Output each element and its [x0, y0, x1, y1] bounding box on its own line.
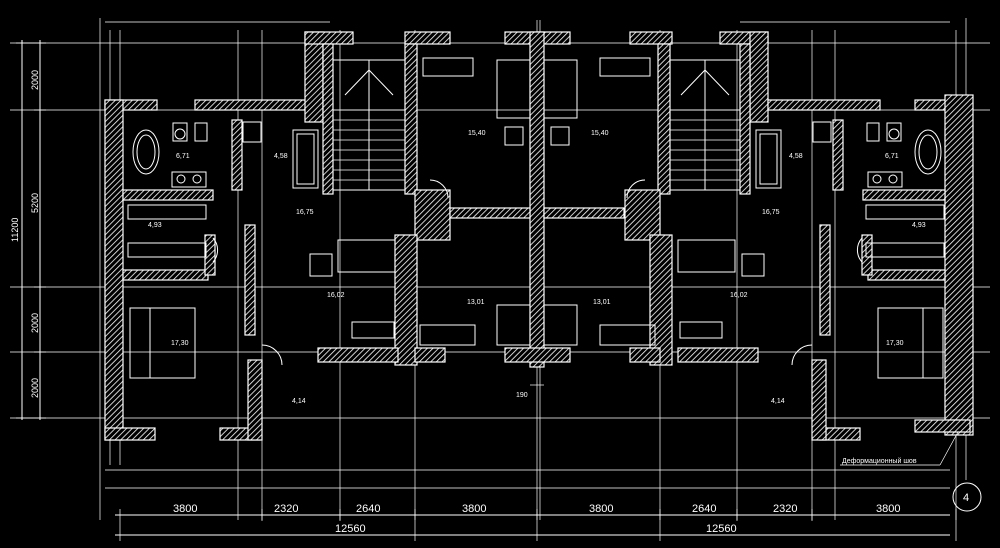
- dimension-label: 3800: [462, 503, 486, 515]
- vertical-dimension-label: 2000: [30, 313, 40, 333]
- dimension-label: 2320: [773, 503, 797, 515]
- dimension-label: 2320: [274, 503, 298, 515]
- area-label: 4,93: [148, 222, 162, 229]
- area-label: 13,01: [593, 299, 611, 306]
- area-label: 13,01: [467, 299, 485, 306]
- area-label: 17,30: [171, 340, 189, 347]
- area-label: 16,75: [296, 209, 314, 216]
- axis-grid-lines: [10, 18, 990, 520]
- dimension-label: 3800: [589, 503, 613, 515]
- dimension-label: 3800: [173, 503, 197, 515]
- vertical-dimension-label: 2000: [30, 70, 40, 90]
- area-label: 6,71: [176, 153, 190, 160]
- area-label: 16,02: [730, 292, 748, 299]
- interior-walls: [122, 31, 946, 368]
- side-dimensions: 2000 5200 2000 2000 11200: [10, 40, 46, 420]
- total-dimension-label: 12560: [706, 523, 737, 535]
- area-label: 4,58: [789, 153, 803, 160]
- area-label: 4,58: [274, 153, 288, 160]
- area-label: 15,40: [468, 130, 486, 137]
- area-label: 4,93: [912, 222, 926, 229]
- sheet-marker: 4: [952, 482, 982, 512]
- area-label: 17,30: [886, 340, 904, 347]
- dimension-label: 2640: [356, 503, 380, 515]
- vertical-total-dimension-label: 11200: [10, 218, 20, 242]
- vertical-dimension-label: 5200: [30, 193, 40, 213]
- exterior-walls: [104, 31, 974, 441]
- area-label: 16,02: [327, 292, 345, 299]
- area-label: 6,71: [885, 153, 899, 160]
- dimension-label: 2640: [692, 503, 716, 515]
- area-label: 4,14: [292, 398, 306, 405]
- room-area-labels: 6,71 4,58 4,93 16,75 15,40 16,02 13,01 1…: [148, 130, 926, 405]
- sheet-number: 4: [963, 492, 969, 504]
- fixtures: [127, 57, 945, 379]
- vertical-dimension-label: 2000: [30, 378, 40, 398]
- expansion-joint-callout: Деформационный шов: [840, 431, 959, 466]
- area-label: 16,75: [762, 209, 780, 216]
- total-dimension-label: 12560: [335, 523, 366, 535]
- expansion-joint-label: Деформационный шов: [842, 457, 917, 465]
- area-label: 4,14: [771, 398, 785, 405]
- dimension-label: 3800: [876, 503, 900, 515]
- joint-offset-label: 190: [516, 392, 528, 399]
- bottom-dimensions: 3800 2320 2640 3800 3800 2640 2320 3800 …: [115, 503, 957, 541]
- area-label: 15,40: [591, 130, 609, 137]
